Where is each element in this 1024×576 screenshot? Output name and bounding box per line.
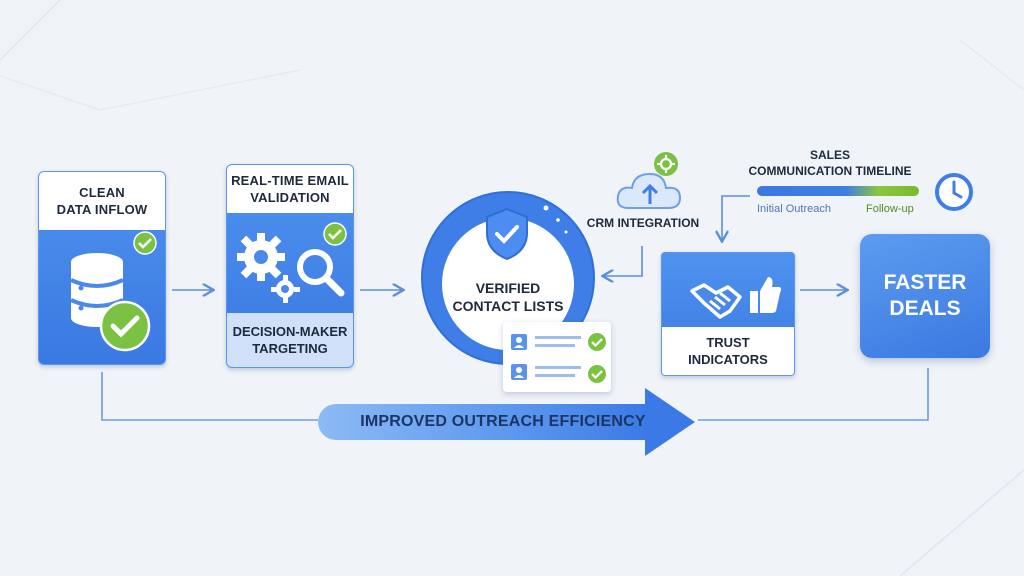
timeline-end-label: Follow-up [866, 203, 914, 215]
faster-deals-line2: DEALS [889, 297, 961, 320]
contact-line [535, 344, 575, 347]
timeline-title-line1: SALES [809, 148, 850, 162]
outreach-efficiency-label: IMPROVED OUTREACH EFFICIENCY [360, 413, 646, 430]
validation-title-line2: VALIDATION [250, 190, 330, 205]
check-icon [133, 231, 157, 255]
validation-card: REAL-TIME EMAIL VALIDATION DECISION-MAKE… [226, 164, 354, 368]
faster-deals-card: FASTER DEALS [860, 234, 990, 358]
validation-header: REAL-TIME EMAIL VALIDATION [227, 165, 353, 213]
shield-check-icon [486, 207, 528, 261]
timeline-title-line2: COMMUNICATION TIMELINE [748, 164, 912, 178]
contact-icon [511, 334, 527, 350]
magnifier-icon [297, 249, 345, 297]
gear-icon [237, 233, 300, 303]
check-icon [99, 300, 151, 352]
check-icon [323, 222, 347, 246]
validation-title-line1: REAL-TIME EMAIL [231, 173, 349, 188]
check-icon [588, 333, 606, 351]
trust-line1: TRUST [706, 335, 750, 350]
clean-data-card: CLEAN DATA INFLOW [38, 171, 166, 365]
targeting-line1: DECISION-MAKER [232, 324, 348, 339]
trust-card: TRUST INDICATORS [661, 252, 795, 376]
crm-label: CRM INTEGRATION [586, 216, 700, 230]
trust-line2: INDICATORS [688, 352, 768, 367]
targeting-label: DECISION-MAKER TARGETING [227, 313, 353, 367]
verified-circle [421, 191, 595, 365]
targeting-line2: TARGETING [252, 341, 328, 356]
contact-icon [511, 364, 527, 380]
contact-line [535, 366, 581, 369]
timeline-bar [757, 186, 919, 196]
gear-icon [654, 152, 678, 176]
contact-line [535, 336, 581, 339]
timeline-start-label: Initial Outreach [757, 203, 831, 215]
handshake-icon [690, 283, 742, 319]
clean-data-title-line1: CLEAN [79, 185, 125, 200]
banner-arrow-head [645, 388, 695, 456]
contact-line [535, 374, 575, 377]
clock-icon [935, 173, 973, 211]
outreach-efficiency-banner: IMPROVED OUTREACH EFFICIENCY [318, 404, 648, 440]
clean-data-title-line2: DATA INFLOW [56, 202, 148, 217]
cloud-upload-icon [616, 172, 682, 209]
verified-line2: CONTACT LISTS [452, 298, 564, 314]
verified-line1: VERIFIED [475, 280, 541, 296]
contact-list-card [503, 322, 611, 392]
trust-label: TRUST INDICATORS [662, 327, 794, 375]
clean-data-header: CLEAN DATA INFLOW [39, 172, 165, 230]
thumbs-up-icon [750, 277, 781, 313]
check-icon [588, 365, 606, 383]
verified-label: VERIFIED CONTACT LISTS [440, 279, 576, 315]
faster-deals-line1: FASTER [883, 271, 967, 294]
